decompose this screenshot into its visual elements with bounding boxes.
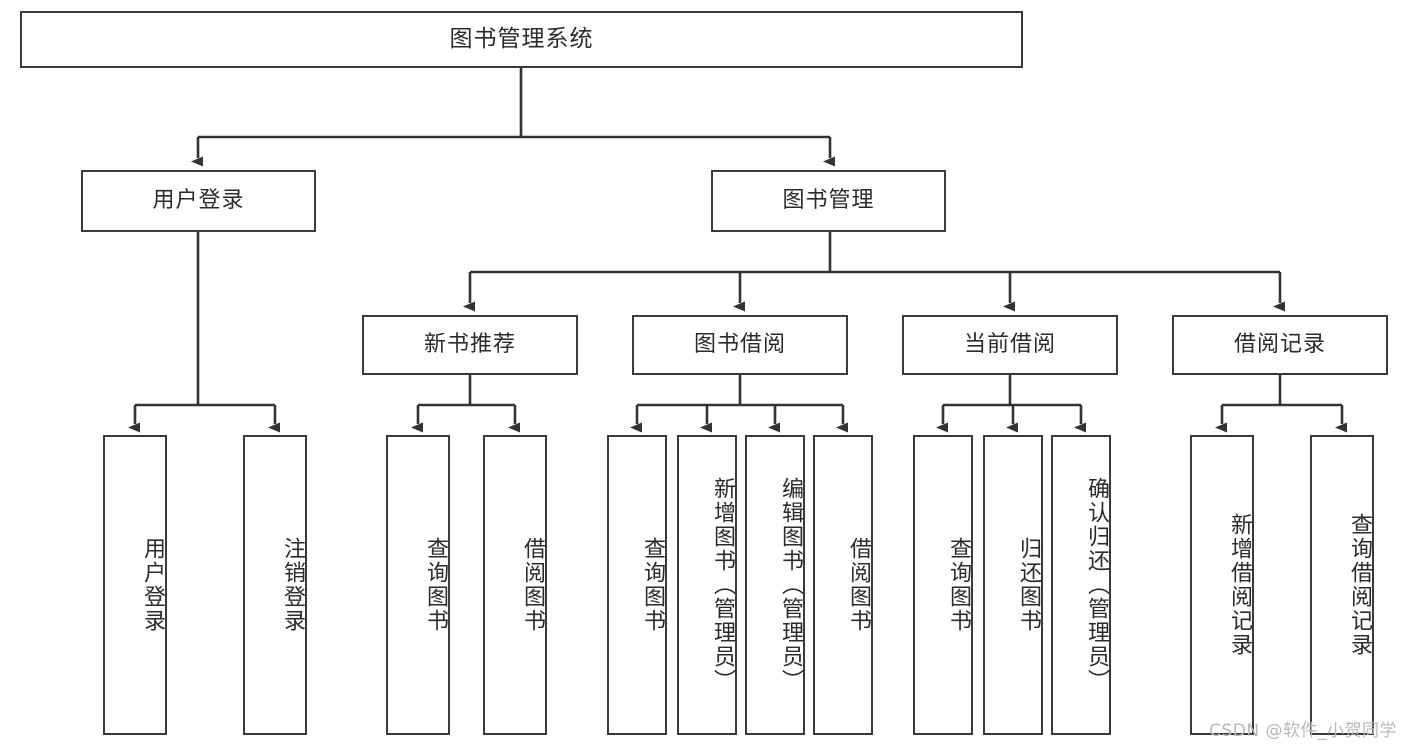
leaf-query-borrow-record[interactable]: 查询借阅记录 (1310, 435, 1374, 735)
node-book-management[interactable]: 图书管理 (711, 170, 946, 232)
node-borrow-record[interactable]: 借阅记录 (1172, 315, 1388, 375)
node-book-borrow[interactable]: 图书借阅 (632, 315, 848, 375)
node-user-login[interactable]: 用户登录 (81, 170, 316, 232)
leaf-query-book-recommend[interactable]: 查询图书 (386, 435, 450, 735)
leaf-return-book[interactable]: 归还图书 (983, 435, 1043, 735)
leaf-add-book-admin[interactable]: 新增图书（管理员） (677, 435, 737, 735)
leaf-query-book-current[interactable]: 查询图书 (913, 435, 973, 735)
node-new-book-recommend[interactable]: 新书推荐 (362, 315, 578, 375)
node-current-borrow[interactable]: 当前借阅 (902, 315, 1118, 375)
node-root-book-management-system[interactable]: 图书管理系统 (20, 11, 1023, 68)
leaf-confirm-return-admin[interactable]: 确认归还（管理员） (1051, 435, 1111, 735)
leaf-edit-book-admin[interactable]: 编辑图书（管理员） (745, 435, 805, 735)
leaf-query-book-borrow[interactable]: 查询图书 (607, 435, 667, 735)
leaf-user-login[interactable]: 用户登录 (103, 435, 167, 735)
leaf-logout[interactable]: 注销登录 (243, 435, 307, 735)
csdn-watermark: CSDN @软件_小贺同学 (1209, 721, 1397, 741)
leaf-borrow-book[interactable]: 借阅图书 (813, 435, 873, 735)
leaf-add-borrow-record[interactable]: 新增借阅记录 (1190, 435, 1254, 735)
leaf-borrow-book-recommend[interactable]: 借阅图书 (483, 435, 547, 735)
